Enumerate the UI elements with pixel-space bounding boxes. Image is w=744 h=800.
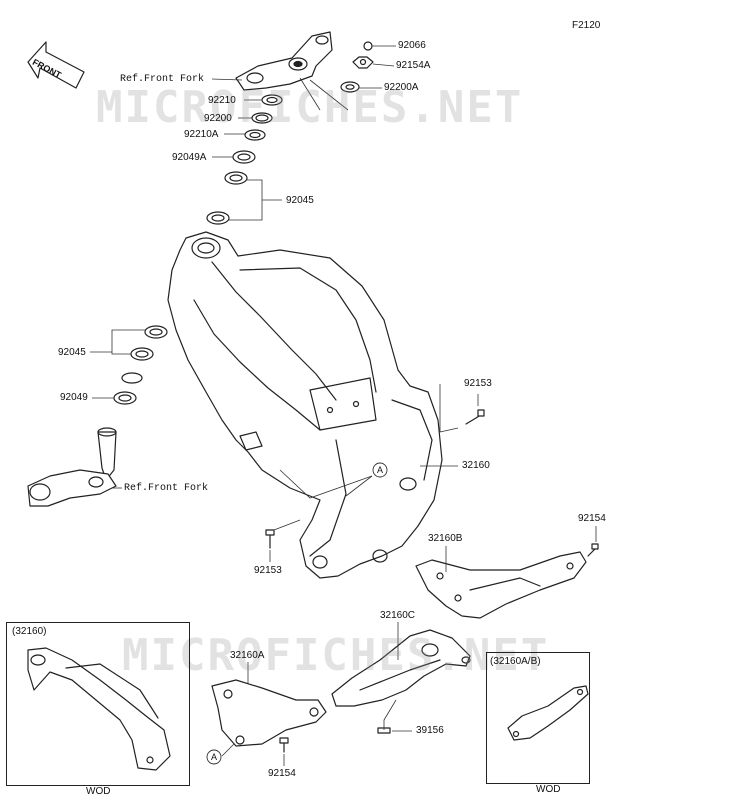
part-label-92154-bottom: 92154 (268, 768, 296, 779)
callout-A-subframe-label: A (211, 752, 218, 762)
subframe-32160A (211, 679, 327, 747)
main-frame (167, 231, 443, 579)
nut-92210A-icon (244, 129, 266, 141)
part-label-39156: 39156 (416, 725, 444, 736)
cap-92066-icon (363, 41, 373, 51)
part-label-92153-left: 92153 (254, 565, 282, 576)
part-label-92066: 92066 (398, 40, 426, 51)
part-label-92154-right: 92154 (578, 513, 606, 524)
part-label-32160B: 32160B (428, 533, 463, 544)
inset-title-32160: (32160) (12, 626, 47, 637)
part-label-32160: 32160 (462, 460, 490, 471)
callout-A-frame-label: A (377, 465, 384, 475)
seal-92049-icon (113, 391, 137, 405)
washer-92200A-icon (340, 81, 360, 93)
part-label-92200A: 92200A (384, 82, 419, 93)
upper-triple-clamp (235, 31, 333, 91)
lower-triple-clamp (27, 427, 117, 507)
figure-code: F2120 (572, 20, 601, 31)
part-label-92210A: 92210A (184, 129, 219, 140)
subframe-32160B (415, 551, 587, 619)
front-arrow-icon (27, 41, 85, 89)
part-label-92049A: 92049A (172, 152, 207, 163)
bearing-lower-2-icon (130, 347, 154, 361)
part-label-92210: 92210 (208, 95, 236, 106)
ref-front-fork-top-label: Ref.Front Fork (120, 74, 205, 85)
part-label-92045-top: 92045 (286, 195, 314, 206)
part-label-32160A: 32160A (230, 650, 265, 661)
bolt-92153-right-icon (465, 409, 485, 425)
inset-32160AB-drawing (507, 685, 589, 741)
part-label-92153-right: 92153 (464, 378, 492, 389)
bearing-upper-1-icon (224, 171, 248, 185)
part-label-32160C: 32160C (380, 610, 416, 621)
callout-A-subframe-icon (206, 749, 222, 765)
part-label-92049: 92049 (60, 392, 88, 403)
inset-caption-left: WOD (86, 786, 111, 797)
bearing-upper-2-icon (206, 211, 230, 225)
inset-title-32160AB: (32160A/B) (490, 656, 541, 667)
part-label-92045-left: 92045 (58, 347, 86, 358)
inset-caption-right: WOD (536, 784, 561, 795)
bolt-92154-right-icon (587, 543, 599, 557)
inset-box-32160 (6, 622, 190, 786)
seal-92049A-icon (232, 150, 256, 164)
subframe-32160C (331, 629, 471, 707)
bolt-92153-left-icon (265, 529, 275, 549)
bearing-lower-1-icon (144, 325, 168, 339)
part-label-92200: 92200 (204, 113, 232, 124)
part-label-92154A: 92154A (396, 60, 431, 71)
bolt-92154-bottom-icon (279, 737, 289, 753)
ref-front-fork-bottom-label: Ref.Front Fork (124, 483, 209, 494)
inset-box-32160AB (486, 652, 590, 784)
nut-92154A-icon (352, 56, 374, 69)
inset-32160-frame-drawing (27, 647, 171, 771)
callout-A-frame-icon (372, 462, 388, 478)
nut-92210-icon (261, 94, 283, 106)
